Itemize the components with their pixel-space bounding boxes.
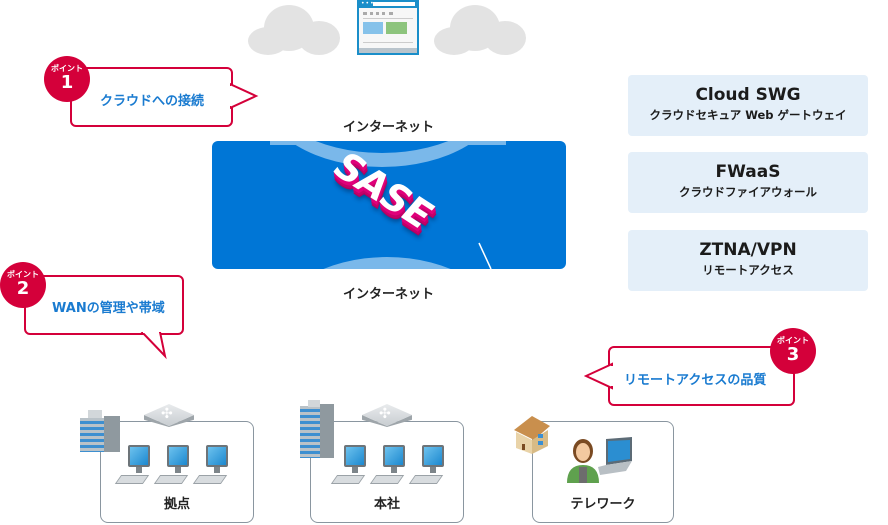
site-label: 拠点 [163,497,190,512]
cloud-icon [248,5,340,55]
person-icon [567,439,599,483]
laptop-icon [598,437,632,475]
router-icon: ✣ [144,404,194,434]
service-cloud-swg: Cloud SWG クラウドセキュア Web ゲートウェイ [628,75,868,136]
cloud-icon [434,5,526,55]
router-icon: ✣ [362,404,412,434]
callout-point-2: WANの管理や帯域 [24,275,184,335]
pc-icon [114,445,152,493]
callout-pointer [140,332,167,360]
service-ztna-vpn: ZTNA/VPN リモートアクセス [628,230,868,291]
callout-pointer [584,362,614,390]
callout-text: クラウドへの接続 [100,94,205,109]
service-fwaas: FWaaS クラウドファイアウォール [628,152,868,213]
building-icon [80,410,122,454]
point-badge-1: ポイント 1 [44,56,90,102]
internet-label-bottom: インターネット [343,287,435,302]
pc-icon [153,445,191,493]
point-badge-2: ポイント 2 [0,262,46,308]
internet-label-top: インターネット [343,120,435,135]
callout-text: リモートアクセスの品質 [624,373,767,388]
browser-icon: ••• [357,0,419,55]
callout-point-1: クラウドへの接続 [70,67,233,127]
pc-icon [369,445,407,493]
point-badge-3: ポイント 3 [770,328,816,374]
site-headquarters: 本社 [310,421,464,523]
crack-line [478,242,492,269]
site-label: 本社 [373,497,400,512]
pc-icon [330,445,368,493]
callout-text: WANの管理や帯域 [52,301,165,316]
pc-icon [408,445,446,493]
pc-icon [192,445,230,493]
site-label: テレワーク [570,497,636,512]
callout-point-3: リモートアクセスの品質 [608,346,795,406]
callout-pointer [230,82,259,110]
tall-building-icon [300,400,336,458]
house-icon [514,416,550,454]
sase-panel [212,141,566,269]
